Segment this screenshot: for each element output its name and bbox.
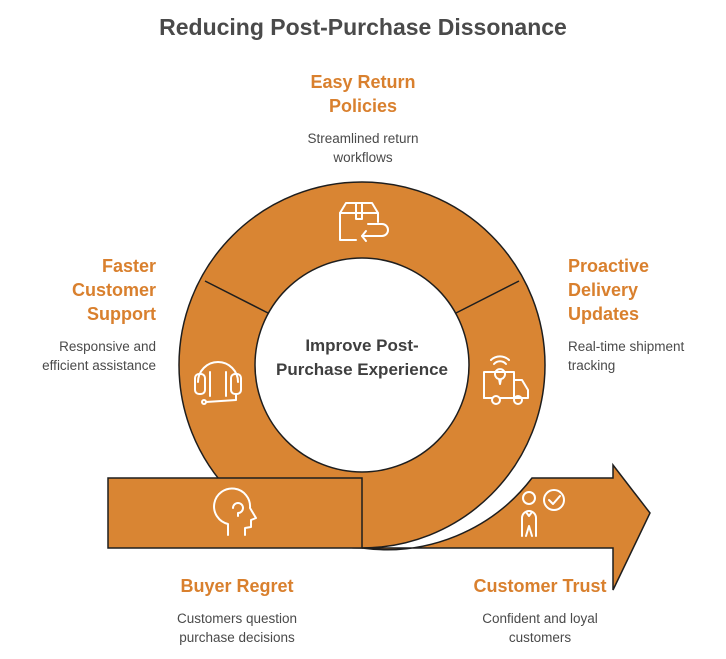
headset-icon <box>194 361 242 405</box>
thinking-head-icon <box>213 487 257 536</box>
buyer-regret-desc: Customers question purchase decisions <box>137 609 337 647</box>
desc-line: Confident and loyal <box>482 611 598 626</box>
desc-line: customers <box>508 630 572 645</box>
customer-trust-desc: Confident and loyal customers <box>440 609 640 647</box>
heading-line: Support <box>87 304 156 324</box>
desc-line: tracking <box>568 358 616 373</box>
desc-line: Responsive and <box>59 339 156 354</box>
ring-divider-right <box>455 280 520 314</box>
desc-line: Real-time shipment <box>568 339 685 354</box>
heading-line: Proactive <box>568 256 650 276</box>
customer-trust-arrow <box>361 462 651 591</box>
desc-line: efficient assistance <box>42 358 156 373</box>
heading-line: Updates <box>568 304 640 324</box>
faster-support-desc: Responsive and efficient assistance <box>0 337 156 375</box>
box-return-icon <box>339 202 389 242</box>
heading-line: Delivery <box>568 280 639 300</box>
delivery-truck-icon <box>483 355 529 405</box>
proactive-delivery-desc: Real-time shipment tracking <box>568 337 718 375</box>
easy-return-desc: Streamlined return workflows <box>263 129 463 167</box>
heading-line: Easy Return <box>310 72 416 92</box>
customer-trust-heading: Customer Trust <box>473 576 607 596</box>
desc-line: purchase decisions <box>179 630 295 645</box>
loop-ring <box>178 181 546 549</box>
desc-line: workflows <box>333 150 393 165</box>
desc-line: Customers question <box>176 611 298 626</box>
desc-line: Streamlined return <box>307 131 419 146</box>
buyer-regret-heading: Buyer Regret <box>180 576 294 596</box>
faster-support-heading: Faster Customer Support <box>0 254 156 326</box>
easy-return-heading: Easy Return Policies <box>263 70 463 118</box>
person-check-icon <box>521 489 565 537</box>
ring-divider-left <box>204 280 269 314</box>
heading-line: Customer <box>71 280 156 300</box>
center-label: Improve Post-Purchase Experience <box>276 336 448 379</box>
heading-line: Policies <box>328 96 398 116</box>
proactive-delivery-heading: Proactive Delivery Updates <box>568 254 718 326</box>
heading-line: Faster <box>101 256 156 276</box>
diagram-title: Reducing Post-Purchase Dissonance <box>159 14 567 40</box>
